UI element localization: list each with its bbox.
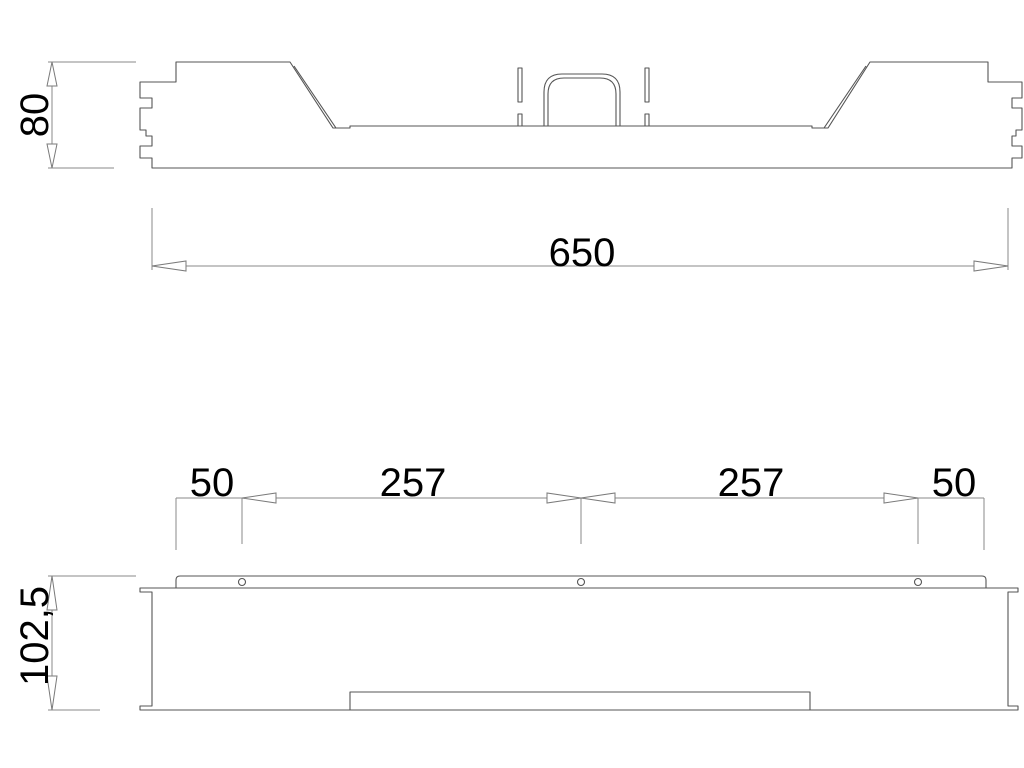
top-part-left-bevel xyxy=(293,65,337,129)
bottom-height-label: 102,5 xyxy=(13,586,57,686)
top-width-dimension: 650 xyxy=(151,208,1009,275)
bottom-part-body xyxy=(139,587,1019,711)
top-height-dimension: 80 xyxy=(13,61,136,169)
spacing-arrow-3 xyxy=(580,492,616,504)
top-height-label: 80 xyxy=(13,93,57,138)
top-part-handle-recess xyxy=(543,73,621,126)
bottom-height-arrow-bottom xyxy=(46,675,58,711)
top-part-slot-left-upper xyxy=(517,67,523,103)
spacing-arrow-1 xyxy=(241,492,277,504)
bottom-spacing-dimension: 50 257 257 50 xyxy=(175,461,985,550)
top-part-right-bevel xyxy=(823,65,867,129)
bottom-hole-right xyxy=(913,577,923,587)
top-width-arrow-right xyxy=(973,260,1009,272)
bottom-part-tab xyxy=(349,691,811,710)
spacing-left-span-label: 257 xyxy=(380,461,447,505)
top-height-arrow-bottom xyxy=(46,143,58,169)
bottom-hole-center xyxy=(576,577,586,587)
top-part-slot-left-lower xyxy=(517,113,523,127)
top-view: 80 650 xyxy=(13,61,1023,275)
top-part-slot-right-lower xyxy=(644,113,650,127)
spacing-right-span-label: 257 xyxy=(718,461,785,505)
top-width-label: 650 xyxy=(549,231,616,275)
top-part-handle-inner xyxy=(547,77,617,126)
spacing-right-offset-label: 50 xyxy=(932,461,977,505)
bottom-view: 50 257 257 50 102,5 xyxy=(13,461,1019,711)
top-part-slot-right-upper xyxy=(644,67,650,103)
spacing-left-offset-label: 50 xyxy=(190,461,235,505)
bottom-hole-left xyxy=(237,577,247,587)
spacing-arrow-2 xyxy=(546,492,582,504)
top-part-outline xyxy=(139,61,1023,169)
top-width-arrow-left xyxy=(151,260,187,272)
spacing-arrow-4 xyxy=(883,492,919,504)
top-height-arrow-top xyxy=(46,61,58,87)
bottom-height-arrow-top xyxy=(46,575,58,611)
bottom-height-dimension: 102,5 xyxy=(13,575,136,711)
bottom-part-flange xyxy=(175,575,987,588)
